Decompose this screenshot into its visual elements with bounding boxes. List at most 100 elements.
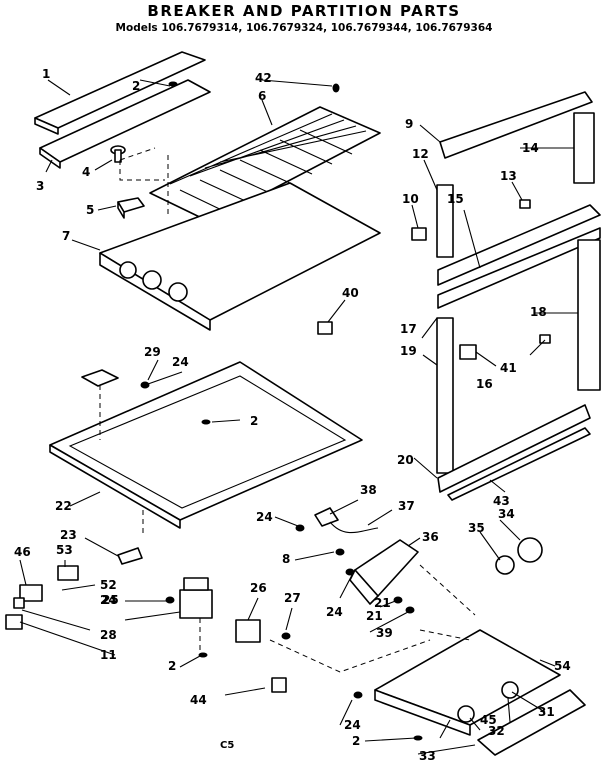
part-26-switch	[235, 619, 261, 643]
svg-text:23: 23	[60, 528, 77, 542]
page-title: BREAKER AND PARTITION PARTS	[147, 2, 461, 20]
svg-text:1: 1	[42, 67, 50, 81]
svg-text:24: 24	[256, 510, 273, 524]
assembly-lines	[99, 147, 476, 673]
part-18-side-strip	[577, 239, 601, 391]
svg-text:28: 28	[100, 628, 117, 642]
part-37-damper-housing	[349, 539, 419, 605]
part-11-plug	[5, 614, 23, 630]
part-6-shelf-grid	[149, 106, 381, 223]
part-23-bracket	[117, 547, 143, 565]
svg-text:5: 5	[86, 203, 94, 217]
svg-text:19: 19	[400, 344, 417, 358]
svg-text:31: 31	[538, 705, 555, 719]
svg-text:24: 24	[172, 355, 189, 369]
svg-text:37: 37	[398, 499, 415, 513]
svg-text:18: 18	[530, 305, 547, 319]
part-38-capillary	[329, 521, 379, 534]
svg-text:34: 34	[498, 507, 515, 521]
part-12-side-strip	[436, 184, 454, 258]
svg-text:2: 2	[168, 659, 176, 673]
part-14-side-strip	[573, 112, 595, 184]
part-35-bulb	[517, 537, 543, 563]
part-52-housing	[19, 584, 43, 602]
svg-text:20: 20	[397, 453, 414, 467]
svg-text:41: 41	[500, 361, 517, 375]
part-30-cover	[374, 629, 561, 736]
part-31-knob	[501, 681, 519, 699]
svg-text:35: 35	[468, 521, 485, 535]
svg-text:2: 2	[132, 79, 140, 93]
svg-text:2: 2	[250, 414, 258, 428]
svg-text:21: 21	[374, 596, 391, 610]
svg-text:4: 4	[82, 165, 90, 179]
part-7-breaker-housing	[99, 182, 381, 331]
part-44-gasket-strip	[447, 427, 591, 501]
svg-text:21: 21	[366, 609, 383, 623]
part-22-partition-tray	[49, 361, 363, 529]
part-15-divider	[437, 204, 601, 309]
svg-text:13: 13	[500, 169, 517, 183]
drawing-code: C5	[220, 740, 235, 751]
svg-text:16: 16	[476, 377, 493, 391]
svg-text:36: 36	[422, 530, 439, 544]
svg-text:38: 38	[360, 483, 377, 497]
svg-text:24: 24	[344, 718, 361, 732]
part-29-bracket	[81, 369, 119, 387]
svg-text:22: 22	[55, 499, 72, 513]
svg-text:11: 11	[100, 648, 117, 662]
svg-text:17: 17	[400, 322, 417, 336]
part-19-side-strip	[436, 317, 454, 474]
svg-text:27: 27	[284, 591, 301, 605]
svg-text:33: 33	[419, 749, 436, 763]
small-fasteners	[140, 81, 423, 741]
part-4-screw	[110, 145, 126, 163]
part-20-bottom-bar	[437, 404, 591, 493]
svg-text:52: 52	[100, 578, 117, 592]
part-45-clip	[271, 677, 287, 693]
svg-text:46: 46	[14, 545, 31, 559]
svg-text:43: 43	[493, 494, 510, 508]
svg-text:32: 32	[488, 724, 505, 738]
part-28-clip	[13, 597, 25, 609]
svg-text:25: 25	[102, 593, 119, 607]
part-25-control-box	[179, 577, 213, 619]
part-41-clip	[317, 321, 333, 335]
svg-text:2: 2	[352, 734, 360, 748]
part-33-trim	[477, 689, 586, 756]
part-36-socket	[495, 555, 515, 575]
svg-text:6: 6	[258, 89, 266, 103]
svg-text:24: 24	[326, 605, 343, 619]
svg-text:12: 12	[412, 147, 429, 161]
leader-lines	[19, 79, 578, 755]
svg-text:8: 8	[282, 552, 290, 566]
part-54-cap	[57, 565, 79, 581]
svg-text:15: 15	[447, 192, 464, 206]
svg-text:44: 44	[190, 693, 207, 707]
part-42-screw	[539, 334, 551, 344]
part-9-partition-bar	[439, 91, 593, 159]
svg-text:26: 26	[250, 581, 267, 595]
svg-text:14: 14	[522, 141, 539, 155]
svg-text:45: 45	[480, 713, 497, 727]
part-13-clip	[519, 199, 531, 209]
svg-text:53: 53	[56, 543, 73, 557]
model-numbers: Models 106.7679314, 106.7679324, 106.767…	[115, 22, 493, 34]
svg-text:10: 10	[402, 192, 419, 206]
part-16-control	[459, 344, 477, 360]
svg-text:39: 39	[376, 626, 393, 640]
svg-text:29: 29	[144, 345, 161, 359]
part-39-thermostat	[314, 507, 339, 527]
callout-labels: 1 2 3 4 5 6 7 8 9 10 11 12 13 14 15 16 1…	[14, 67, 571, 763]
svg-text:3: 3	[36, 179, 44, 193]
svg-text:42: 42	[255, 71, 272, 85]
part-3-breaker-strip	[39, 79, 211, 169]
svg-text:24: 24	[100, 593, 117, 607]
svg-text:9: 9	[405, 117, 413, 131]
part-5-block	[117, 197, 145, 219]
svg-text:54: 54	[554, 659, 571, 673]
part-10-clip	[411, 227, 427, 241]
svg-text:40: 40	[342, 286, 359, 300]
